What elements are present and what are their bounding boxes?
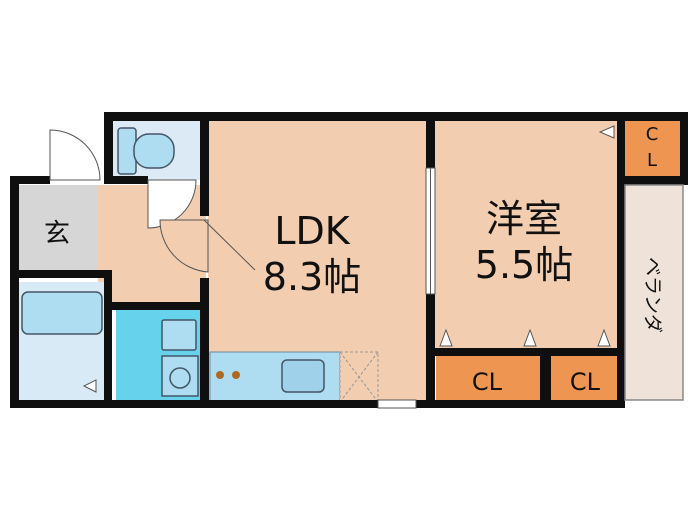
closet-right bbox=[551, 356, 619, 400]
veranda-outline bbox=[624, 184, 684, 401]
washer-drum bbox=[169, 367, 191, 389]
stove-burner-left bbox=[216, 371, 224, 379]
kitchen-sink bbox=[281, 359, 325, 393]
closet-left bbox=[436, 356, 540, 400]
ldk-size: 8.3帖 bbox=[263, 255, 361, 299]
toilet-bowl bbox=[133, 133, 175, 169]
ldk-bottom-window bbox=[377, 399, 417, 409]
walls bbox=[10, 112, 688, 408]
closet-door-markers bbox=[82, 125, 615, 393]
fridge-cross-b bbox=[339, 351, 379, 403]
closet-top-label-c: C bbox=[646, 124, 659, 145]
wash-basin bbox=[161, 319, 197, 351]
closet-left-label: CL bbox=[472, 368, 503, 396]
western-room-floor bbox=[434, 120, 619, 348]
stove-burner-right bbox=[232, 371, 240, 379]
veranda-floor bbox=[625, 185, 683, 400]
bathtub bbox=[21, 291, 103, 335]
western-room-size: 5.5帖 bbox=[475, 243, 573, 287]
closet-right-label: CL bbox=[570, 368, 601, 396]
western-room-name: 洋室 bbox=[486, 197, 562, 241]
closet-top-right bbox=[624, 120, 680, 178]
entrance-label: 玄 bbox=[44, 219, 70, 249]
ldk-name: LDK bbox=[274, 209, 350, 253]
closet-top-label-l: L bbox=[647, 150, 657, 171]
ldk-door-leaf bbox=[203, 219, 256, 271]
entrance-floor bbox=[18, 185, 98, 270]
door-swings bbox=[49, 129, 209, 273]
veranda-label: ベランダ bbox=[642, 257, 664, 333]
